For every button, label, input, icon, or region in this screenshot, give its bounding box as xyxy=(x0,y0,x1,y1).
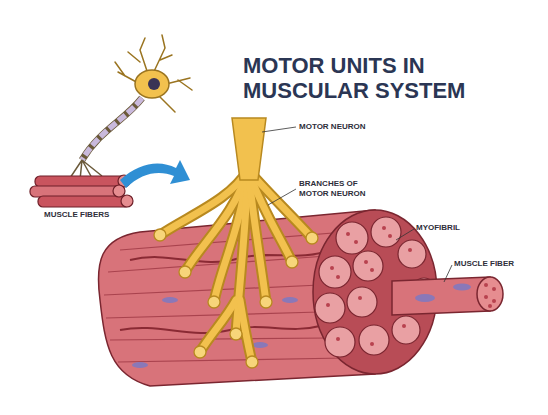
small-neuron xyxy=(115,35,192,112)
dot xyxy=(484,295,488,299)
dot xyxy=(402,324,406,328)
part-label: MUSCLE FIBERS xyxy=(44,210,134,220)
dot xyxy=(492,299,496,303)
dot xyxy=(358,296,362,300)
fiber-nucleus xyxy=(415,294,435,302)
myofibril xyxy=(325,327,355,357)
terminal xyxy=(246,356,258,368)
stripe xyxy=(118,358,345,362)
synaptic-terminals xyxy=(154,229,318,368)
fiber-end xyxy=(477,277,503,311)
part-label: MOTOR NEURON xyxy=(299,122,389,132)
dot xyxy=(408,248,412,252)
terminal xyxy=(154,229,166,241)
terminal xyxy=(230,328,242,340)
terminal xyxy=(208,296,220,308)
fiber-end-dots xyxy=(484,283,496,308)
dot xyxy=(488,304,492,308)
part-label: BRANCHES OF MOTOR NEURON xyxy=(299,179,379,199)
nucleus xyxy=(252,342,268,348)
terminal xyxy=(179,266,191,278)
myofibril xyxy=(336,222,368,254)
fiber xyxy=(35,176,127,187)
motor-neuron xyxy=(160,170,312,362)
myofibril xyxy=(371,217,401,247)
dot xyxy=(492,287,496,291)
small-muscle-bundle xyxy=(30,175,133,207)
fiber xyxy=(38,196,130,207)
terminal xyxy=(194,346,206,358)
dot xyxy=(336,337,340,341)
nucleus xyxy=(282,297,298,303)
part-label: MUSCLE FIBER xyxy=(454,259,544,269)
myofibril xyxy=(353,251,383,281)
branch xyxy=(200,300,236,352)
dot xyxy=(336,275,340,279)
terminal xyxy=(260,296,272,308)
fiber-nucleus xyxy=(453,284,471,291)
myofibril xyxy=(398,240,426,268)
myofibril xyxy=(319,256,351,288)
stripe xyxy=(106,312,320,318)
zoom-arrow xyxy=(120,160,190,188)
nucleus xyxy=(162,297,178,303)
terminal xyxy=(286,256,298,268)
terminal xyxy=(306,232,318,244)
dot xyxy=(370,268,374,272)
nucleus xyxy=(132,362,148,368)
cell-body xyxy=(135,70,169,98)
dot xyxy=(484,283,488,287)
myofibril xyxy=(315,293,345,323)
diagram-title: MOTOR UNITS IN MUSCULAR SYSTEM xyxy=(243,53,493,103)
dot xyxy=(346,232,350,236)
dot xyxy=(388,234,392,238)
myofibril xyxy=(359,325,389,355)
fiber-end xyxy=(113,185,125,197)
stripe xyxy=(110,338,330,340)
nucleus xyxy=(148,78,160,90)
fiber xyxy=(30,186,122,197)
leader-line xyxy=(262,127,296,132)
motor-neuron-outline xyxy=(160,170,312,362)
leader-lines xyxy=(262,127,452,282)
dot xyxy=(382,226,386,230)
leader-line xyxy=(444,265,452,282)
dot xyxy=(370,342,374,346)
single-fiber xyxy=(392,277,490,315)
dot xyxy=(364,260,368,264)
dendrite xyxy=(115,35,192,112)
branch xyxy=(200,300,236,352)
axon xyxy=(82,98,142,160)
dot xyxy=(330,266,334,270)
myofibril xyxy=(347,287,377,317)
leader-line xyxy=(396,229,414,240)
fiber-end xyxy=(121,195,133,207)
myelin-sheath xyxy=(82,98,142,160)
dot xyxy=(354,240,358,244)
branch xyxy=(248,170,292,262)
nuclei xyxy=(132,297,298,368)
dot xyxy=(326,303,330,307)
part-label: MYOFIBRIL xyxy=(416,223,496,233)
myofibril xyxy=(392,316,420,344)
leader-line xyxy=(268,189,296,205)
neuron-trunk xyxy=(232,118,266,180)
